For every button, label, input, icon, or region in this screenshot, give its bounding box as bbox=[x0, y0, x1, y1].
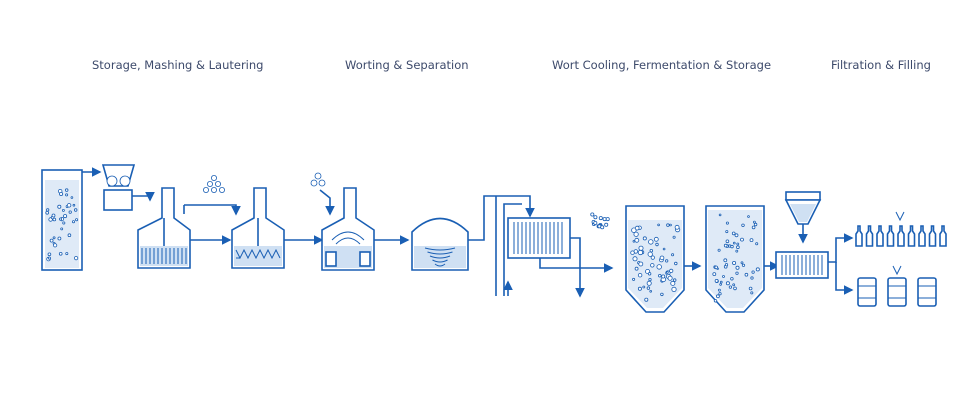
pipe-to-kegs bbox=[835, 262, 854, 295]
storage-tank bbox=[705, 205, 765, 313]
pipe-whirlpool-to-cooler bbox=[468, 195, 535, 241]
hops-cluster-1 bbox=[202, 174, 225, 193]
pipe-cooler-to-fermenter bbox=[539, 258, 614, 273]
stage-label-cooling-fermentation-storage: Wort Cooling, Fermentation & Storage bbox=[552, 58, 772, 72]
pipe-coolant-in bbox=[495, 196, 522, 296]
pipe-to-bottles bbox=[828, 233, 854, 263]
filter-aid-hopper bbox=[784, 191, 822, 244]
stage-label-worting-separation: Worting & Separation bbox=[345, 58, 469, 72]
mash-tun bbox=[137, 187, 191, 269]
bottles-row bbox=[855, 211, 947, 247]
pipe-recirculation bbox=[183, 204, 236, 214]
whirlpool bbox=[411, 217, 469, 271]
pipe-mill-to-mash bbox=[132, 192, 155, 202]
lauter-tun bbox=[231, 187, 285, 269]
wort-kettle bbox=[321, 187, 375, 271]
plate-heat-exchanger bbox=[507, 217, 571, 259]
beer-filter bbox=[775, 251, 829, 279]
hops-cluster-2 bbox=[310, 172, 335, 216]
grain-mill bbox=[101, 164, 136, 211]
fermentation-tank bbox=[625, 205, 685, 313]
stage-label-storage-mashing-lautering: Storage, Mashing & Lautering bbox=[92, 58, 264, 72]
yeast-cluster bbox=[590, 212, 610, 230]
stage-label-filtration-filling: Filtration & Filling bbox=[831, 58, 931, 72]
pipe-coolant-out bbox=[570, 237, 585, 298]
kegs-row bbox=[857, 265, 937, 307]
storage-silo bbox=[41, 169, 83, 271]
